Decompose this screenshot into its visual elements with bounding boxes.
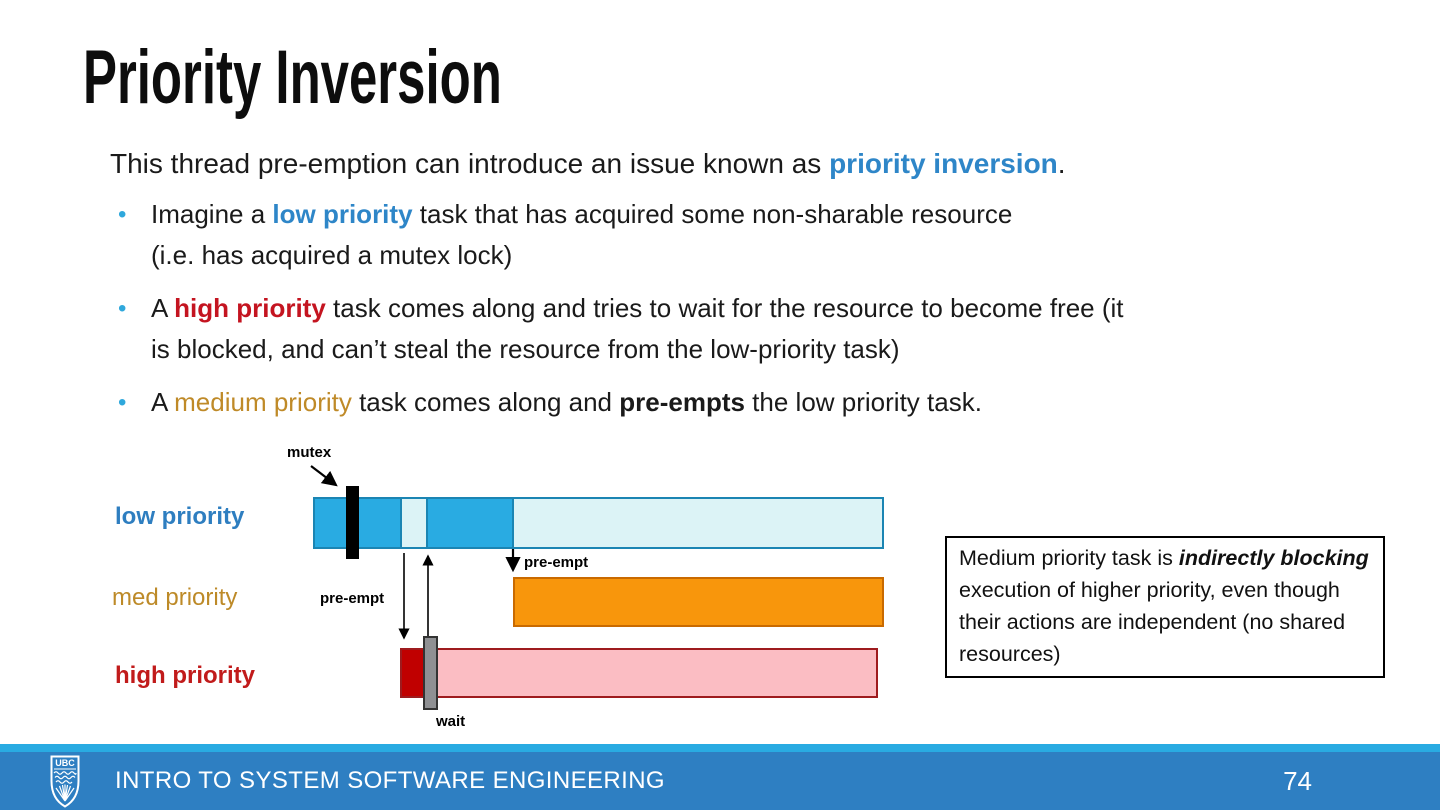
mutex-lock-marker [346,486,359,559]
intro-period: . [1057,148,1066,179]
bullet-0-pre: Imagine a [151,199,273,229]
low-idle-segment-1 [400,499,428,547]
bullet-text: A medium priority task comes along and p… [151,382,1298,423]
ubc-logo-text: UBC [55,758,75,768]
mutex-pointer-arrow [310,465,338,487]
note-emphasis: indirectly blocking [1178,546,1369,570]
wait-marker [423,636,438,710]
intro-text: This thread pre-emption can introduce an… [110,148,830,179]
bullet-1-post: task comes along and tries to wait for t… [325,293,1124,323]
diagram-label-low-priority: low priority [115,503,245,530]
timeline-bar-low-priority [313,497,884,549]
bullet-2-post: the low priority task. [744,387,982,417]
bullet-0-highlight: low priority [272,199,413,229]
bullet-list: • Imagine a low priority task that has a… [118,194,1298,435]
footer-page-number: 74 [1283,765,1312,796]
intro-paragraph: This thread pre-emption can introduce an… [110,148,1066,180]
bullet-0-post: task that has acquired some non-sharable… [412,199,1013,229]
high-running-segment [402,650,426,696]
note-post: execution of higher priority, even thoug… [959,578,1346,666]
high-blocked-segment [426,650,876,696]
diagram-label-high-priority: high priority [115,662,255,689]
bullet-1-highlight: high priority [174,293,326,323]
bullet-0-line2: (i.e. has acquired a mutex lock) [151,240,513,270]
ubc-shield-icon: UBC [50,755,80,808]
bullet-1-pre: A [151,293,175,323]
bullet-item-high: • A high priority task comes along and t… [118,288,1298,370]
note-pre: Medium priority task is [959,546,1179,570]
preempt-low-annotation: pre-empt [320,590,385,607]
bullet-marker: • [118,201,127,228]
diagram-label-med-priority: med priority [112,584,238,611]
bullet-marker: • [118,389,127,416]
page-title: Priority Inversion [83,35,502,120]
preempt-med-annotation: pre-empt [524,554,589,571]
intro-highlight: priority inversion [829,148,1058,179]
footer-bar: UBC INTRO TO SYSTEM SOFTWARE ENGINEERING… [0,752,1440,810]
ubc-logo: UBC [50,755,80,810]
low-running-segment-2 [428,499,512,547]
bullet-item-low: • Imagine a low priority task that has a… [118,194,1298,276]
bullet-2-bold: pre-empts [619,387,745,417]
timeline-bar-high-priority [400,648,878,698]
mutex-annotation: mutex [287,444,332,461]
bullet-item-medium: • A medium priority task comes along and… [118,382,1298,423]
bullet-2-pre: A [151,387,175,417]
bullet-1-line2: is blocked, and can’t steal the resource… [151,334,900,364]
bullet-marker: • [118,295,127,322]
bullet-text: A high priority task comes along and tri… [151,288,1298,370]
low-idle-segment-2 [512,499,882,547]
note-box: Medium priority task is indirectly block… [945,536,1385,678]
footer-accent-strip [0,744,1440,752]
bullet-2-mid: task comes along and [351,387,620,417]
wait-annotation: wait [436,713,466,730]
bullet-2-highlight: medium priority [174,387,352,417]
timeline-bar-med-priority [513,577,884,627]
bullet-text: Imagine a low priority task that has acq… [151,194,1298,276]
footer-course-title: INTRO TO SYSTEM SOFTWARE ENGINEERING [115,767,666,794]
